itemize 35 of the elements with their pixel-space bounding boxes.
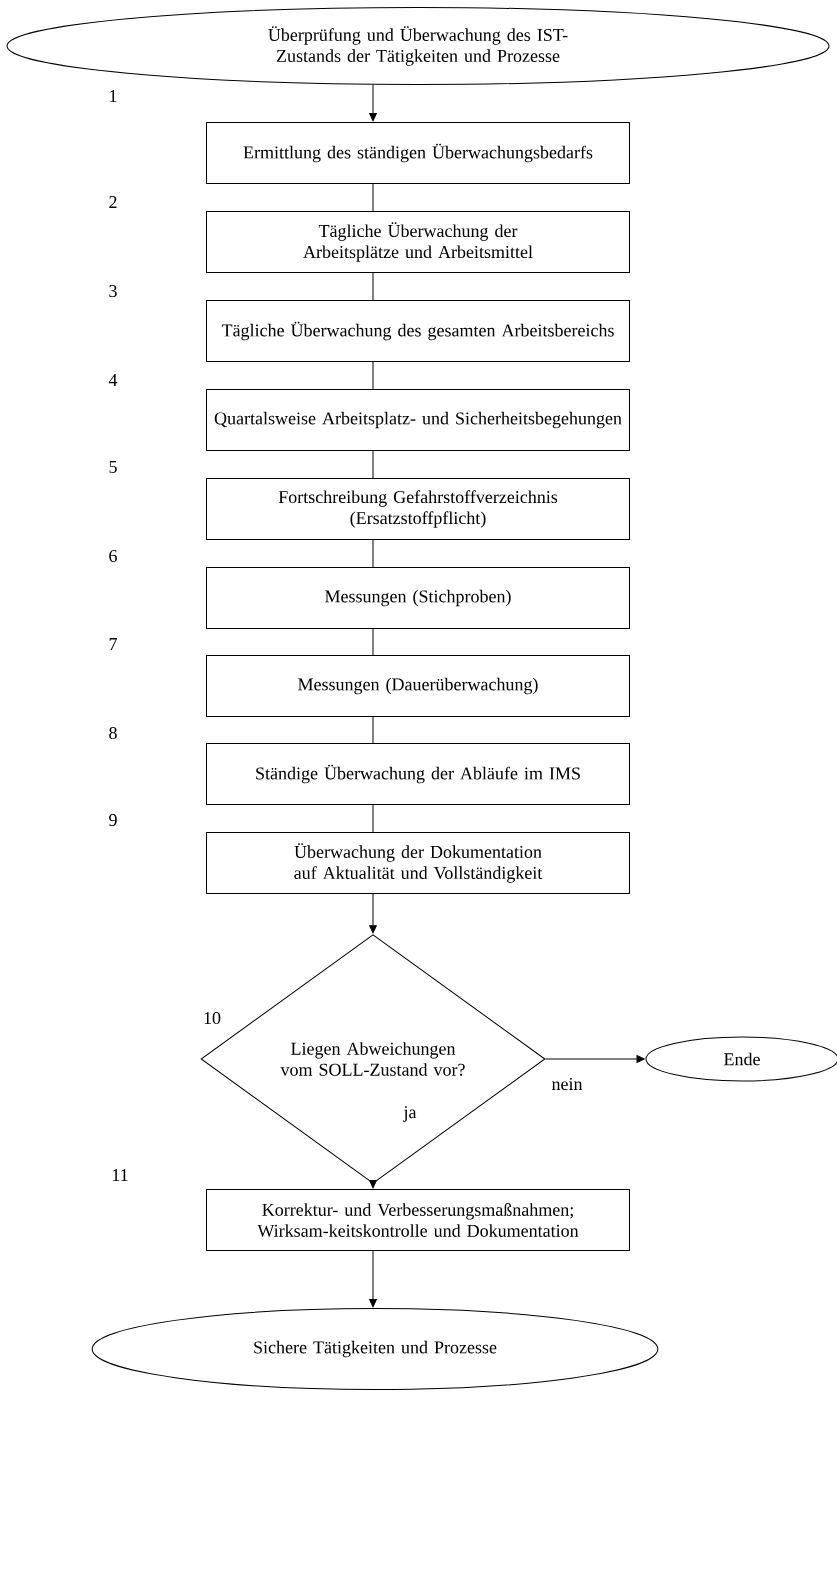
process-box: Quartalsweise Arbeitsplatz- und Sicherheitsbegehungen [206, 389, 630, 451]
step-number: 2 [109, 196, 117, 208]
connector [372, 450, 374, 479]
connector [372, 183, 374, 212]
step-number: 9 [109, 813, 117, 827]
process-box: Überwachung der Dokumentation auf Aktualität und Vollständigkeit [206, 832, 630, 894]
process-box: Messungen (Stichproben) [206, 567, 630, 629]
connector [369, 84, 377, 122]
step-number: 5 [109, 461, 117, 473]
process-box: Ständige Überwachung der Abläufe im IMS [206, 743, 630, 805]
process-box: Ermittlung des ständigen Überwachungsbedarfs [206, 122, 630, 184]
connector [369, 893, 377, 934]
process-box: Messungen (Dauerüberwachung) [206, 655, 630, 717]
connector [372, 716, 374, 744]
edge-label: ja [402, 1105, 418, 1123]
process-box: Fortschreibung Gefahrstoffverzeichnis (Ersatzstoffpflicht) [206, 478, 630, 540]
process-box: Korrektur- und Verbesserungsmaßnahmen; Wirksam-keitskontrolle und Dokumentation [206, 1189, 630, 1251]
connector [372, 272, 374, 301]
connector [372, 539, 374, 568]
step-number: 8 [109, 726, 117, 740]
connector [372, 361, 374, 390]
step-number: 6 [109, 549, 117, 563]
step-number: 11 [112, 1169, 128, 1181]
connector [545, 1055, 645, 1063]
step-number: 4 [108, 374, 118, 386]
edge-label: nein [550, 1076, 584, 1092]
step-number: 10 [204, 1011, 221, 1025]
process-box: Tägliche Überwachung der Arbeitsplätze und Arbeitsmittel [206, 211, 630, 273]
step-number: 3 [109, 284, 117, 298]
connector [369, 1179, 377, 1189]
step-number: 7 [109, 638, 117, 650]
connector [372, 628, 374, 656]
connector [369, 1250, 377, 1308]
connector [372, 804, 374, 833]
process-box: Tägliche Überwachung des gesamten Arbeitsbereichs [206, 300, 630, 362]
